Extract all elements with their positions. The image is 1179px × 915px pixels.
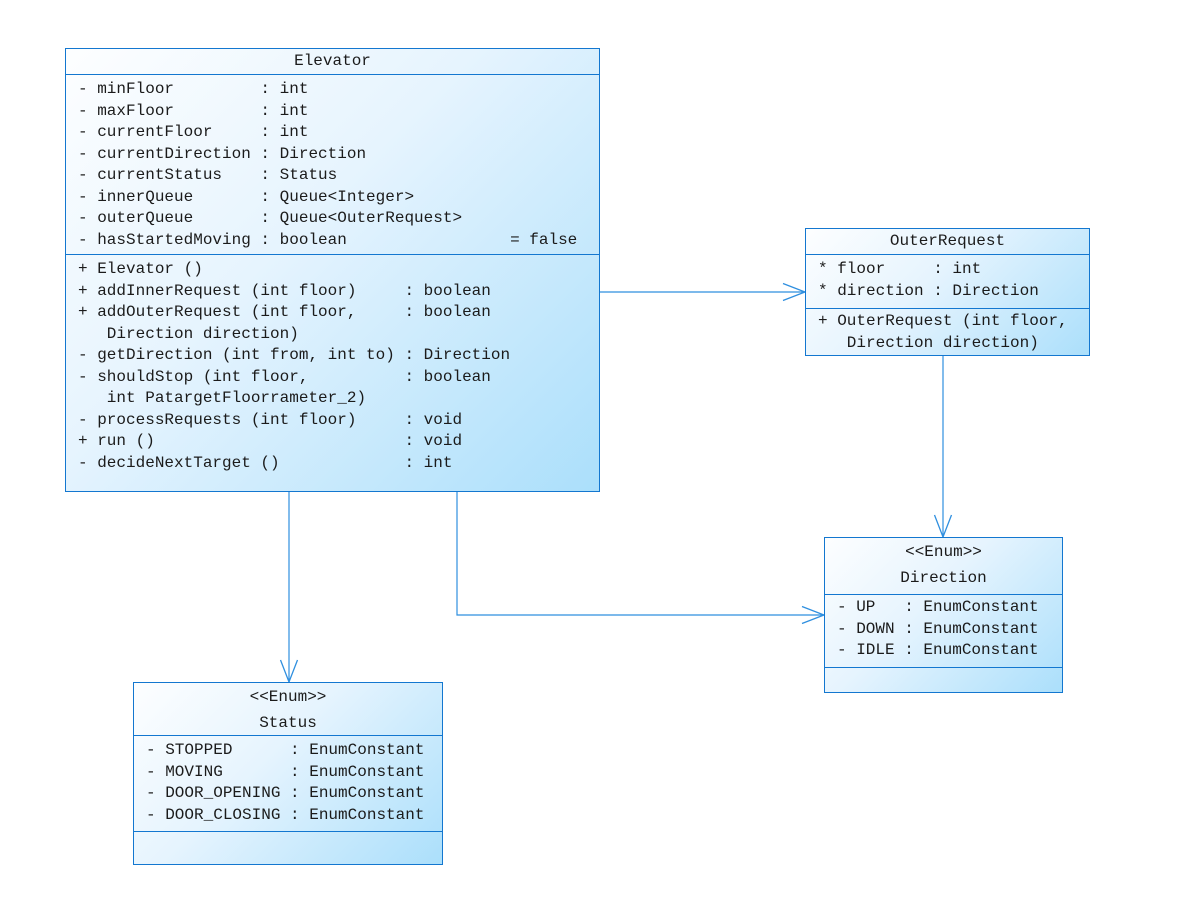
member-line: - UP : EnumConstant [837, 598, 1039, 616]
member-line: * floor : int [818, 260, 982, 278]
member-line: - DOOR_OPENING : EnumConstant [146, 784, 425, 802]
member-line: - outerQueue : Queue<OuterRequest> [78, 209, 463, 227]
member-line: - currentFloor : int [78, 123, 309, 141]
member-line: - minFloor : int [78, 80, 309, 98]
member-line: - IDLE : EnumConstant [837, 641, 1039, 659]
member-line: int PatargetFloorrameter_2) [78, 389, 367, 407]
member-line: + addOuterRequest (int floor, : boolean [78, 303, 491, 321]
member-line: * direction : Direction [818, 281, 1039, 300]
class-node-outerrequest[interactable]: OuterRequest * floor : int * direction : … [805, 228, 1090, 356]
attributes-compartment-direction: - UP : EnumConstant - DOWN : EnumConstant… [825, 594, 1062, 667]
stereotype-label-direction: <<Enum>> [905, 543, 982, 561]
class-name-status: Status [259, 714, 317, 732]
methods-compartment-elevator: + Elevator () + addInnerRequest (int floo… [66, 254, 599, 491]
stereotype-label-status: <<Enum>> [249, 688, 327, 706]
member-line: - currentStatus : Status [78, 166, 338, 184]
methods-compartment-status [134, 831, 442, 864]
member-line: - DOWN : EnumConstant [837, 619, 1039, 638]
member-line: - innerQueue : Queue<Integer> [78, 187, 415, 206]
class-node-elevator[interactable]: Elevator - minFloor : int - maxFloor : in… [65, 48, 600, 492]
class-name-direction: Direction [900, 569, 987, 587]
member-line: - hasStartedMoving : boolean = false [78, 230, 578, 249]
class-title-direction: <<Enum>> Direction [825, 538, 1062, 594]
member-line: Direction direction) [818, 333, 1039, 352]
member-line: + run () : void [78, 432, 463, 450]
attributes-compartment-status: - STOPPED : EnumConstant - MOVING : EnumC… [134, 735, 442, 831]
attributes-compartment-elevator: - minFloor : int - maxFloor : int - curren… [66, 74, 599, 254]
member-line: - currentDirection : Direction [78, 144, 367, 163]
methods-compartment-outerrequest: + OuterRequest (int floor, Direction dir… [806, 308, 1089, 355]
member-line: - STOPPED : EnumConstant [146, 741, 425, 759]
member-line: - getDirection (int from, int to) : Dire… [78, 346, 511, 364]
member-line: - processRequests (int floor) : void [78, 410, 463, 429]
member-line: + OuterRequest (int floor, [818, 312, 1068, 330]
methods-compartment-direction [825, 667, 1062, 692]
class-node-direction[interactable]: <<Enum>> Direction - UP : EnumConstant- … [824, 537, 1063, 693]
class-node-status[interactable]: <<Enum>> Status - STOPPED : EnumConstant… [133, 682, 443, 865]
class-title-elevator: Elevator [294, 52, 371, 70]
member-line: - DOOR_CLOSING : EnumConstant [146, 805, 425, 824]
member-line: - maxFloor : int [78, 101, 309, 120]
edge-elevator-to-direction[interactable] [456, 492, 826, 625]
class-title-outerrequest: OuterRequest [889, 232, 1006, 250]
member-line: + addInnerRequest (int floor) : boolean [78, 281, 491, 300]
member-line: - MOVING : EnumConstant [146, 762, 425, 781]
member-line: - decideNextTarget () : int [78, 453, 453, 472]
member-line: Direction direction) [78, 324, 299, 343]
class-title-status: <<Enum>> Status [134, 683, 442, 735]
member-line: - shouldStop (int floor, : boolean [78, 367, 491, 386]
attributes-compartment-outerrequest: * floor : int * direction : Direction [806, 254, 1089, 308]
member-line: + Elevator () [78, 260, 203, 278]
